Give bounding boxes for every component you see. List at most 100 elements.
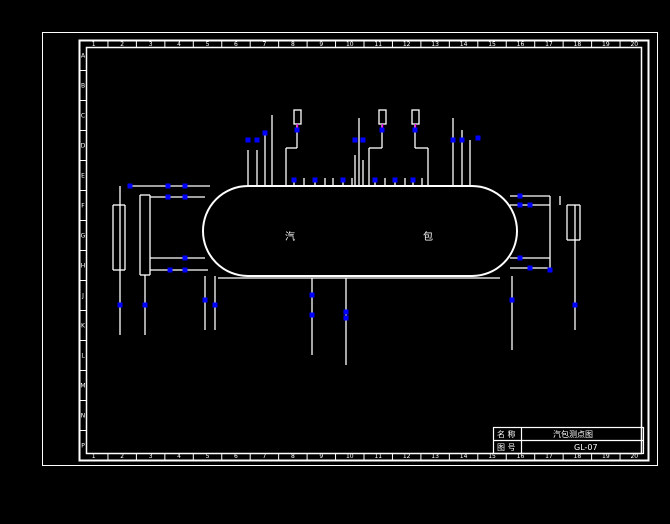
valve-icon bbox=[254, 137, 260, 143]
column-label: 17 bbox=[545, 41, 553, 48]
instrument-box bbox=[293, 109, 302, 125]
valve-icon bbox=[343, 315, 349, 321]
column-label: 7 bbox=[263, 41, 267, 48]
valve-icon bbox=[294, 127, 300, 133]
column-label: 12 bbox=[403, 453, 411, 460]
column-label: 1 bbox=[92, 41, 96, 48]
valve-icon bbox=[527, 265, 533, 271]
column-label: 10 bbox=[346, 453, 354, 460]
row-labels-left: A B C D E F G H J K L M N P bbox=[79, 53, 87, 450]
valve-icon bbox=[182, 183, 188, 189]
column-label: 10 bbox=[346, 41, 354, 48]
column-label: 15 bbox=[488, 453, 496, 460]
column-label: 19 bbox=[602, 453, 610, 460]
row-label: L bbox=[81, 353, 85, 360]
column-label: 4 bbox=[177, 453, 181, 460]
valve-icon bbox=[475, 135, 481, 141]
column-label: 5 bbox=[206, 41, 210, 48]
column-label: 4 bbox=[177, 41, 181, 48]
column-label: 19 bbox=[602, 41, 610, 48]
valve-icon bbox=[517, 255, 523, 261]
column-label: 5 bbox=[206, 453, 210, 460]
column-label: 15 bbox=[488, 41, 496, 48]
valve-icon bbox=[182, 267, 188, 273]
valve-icon bbox=[379, 127, 385, 133]
border-frame bbox=[78, 39, 650, 462]
column-label: 7 bbox=[263, 453, 267, 460]
valve-icon bbox=[340, 177, 346, 183]
row-label: P bbox=[81, 443, 85, 450]
valve-icon bbox=[517, 202, 523, 208]
steam-drum bbox=[202, 185, 518, 277]
drum-label-2: 包 bbox=[423, 230, 433, 243]
row-label: D bbox=[81, 143, 86, 150]
column-label: 3 bbox=[149, 41, 153, 48]
outer-frame bbox=[42, 32, 658, 466]
column-label: 3 bbox=[149, 453, 153, 460]
valve-icon bbox=[245, 137, 251, 143]
valves bbox=[117, 127, 578, 321]
column-label: 20 bbox=[630, 41, 638, 48]
valve-icon bbox=[392, 177, 398, 183]
column-label: 14 bbox=[460, 453, 468, 460]
column-label: 2 bbox=[120, 41, 124, 48]
title-block bbox=[492, 426, 645, 455]
column-label: 2 bbox=[120, 453, 124, 460]
valve-icon bbox=[517, 193, 523, 199]
piping bbox=[112, 109, 581, 365]
instrument-box bbox=[411, 109, 420, 125]
valve-icon bbox=[117, 302, 123, 308]
valve-icon bbox=[309, 312, 315, 318]
valve-icon bbox=[312, 177, 318, 183]
column-label: 18 bbox=[574, 453, 582, 460]
row-label: B bbox=[81, 83, 85, 90]
valve-icon bbox=[459, 137, 465, 143]
title-number-label: 图 号 bbox=[497, 443, 516, 452]
column-label: 9 bbox=[319, 41, 323, 48]
valve-icon bbox=[450, 137, 456, 143]
column-label: 16 bbox=[517, 453, 525, 460]
column-label: 16 bbox=[517, 41, 525, 48]
valve-icon bbox=[165, 183, 171, 189]
row-label: H bbox=[81, 263, 86, 270]
valve-icon bbox=[352, 137, 358, 143]
row-label: G bbox=[81, 233, 86, 240]
valve-icon bbox=[572, 302, 578, 308]
valve-icon bbox=[410, 177, 416, 183]
row-label: N bbox=[81, 413, 86, 420]
row-label: E bbox=[81, 173, 85, 180]
column-label: 6 bbox=[234, 41, 238, 48]
column-label: 13 bbox=[431, 453, 439, 460]
column-label: 8 bbox=[291, 453, 295, 460]
row-label: F bbox=[81, 203, 85, 210]
instrument-box bbox=[378, 109, 387, 125]
valve-icon bbox=[372, 177, 378, 183]
row-label: K bbox=[81, 323, 86, 330]
valve-icon bbox=[360, 137, 366, 143]
column-label: 9 bbox=[319, 453, 323, 460]
column-label: 12 bbox=[403, 41, 411, 48]
drum-label-1: 汽 bbox=[285, 230, 295, 243]
valve-icon bbox=[182, 194, 188, 200]
column-label: 13 bbox=[431, 41, 439, 48]
valve-icon bbox=[343, 309, 349, 315]
valve-icon bbox=[509, 297, 515, 303]
column-label: 14 bbox=[460, 41, 468, 48]
column-label: 6 bbox=[234, 453, 238, 460]
column-label: 18 bbox=[574, 41, 582, 48]
valve-icon bbox=[212, 302, 218, 308]
title-number-value: GL-07 bbox=[574, 443, 598, 452]
row-label: M bbox=[80, 383, 85, 390]
valve-icon bbox=[202, 297, 208, 303]
valve-icon bbox=[412, 127, 418, 133]
title-name-value: 汽包测点图 bbox=[553, 429, 593, 439]
row-label: C bbox=[81, 113, 85, 120]
valve-icon bbox=[165, 194, 171, 200]
row-label: J bbox=[81, 293, 84, 300]
row-label: A bbox=[81, 53, 86, 60]
valve-icon bbox=[527, 202, 533, 208]
column-label: 8 bbox=[291, 41, 295, 48]
valve-icon bbox=[182, 255, 188, 261]
